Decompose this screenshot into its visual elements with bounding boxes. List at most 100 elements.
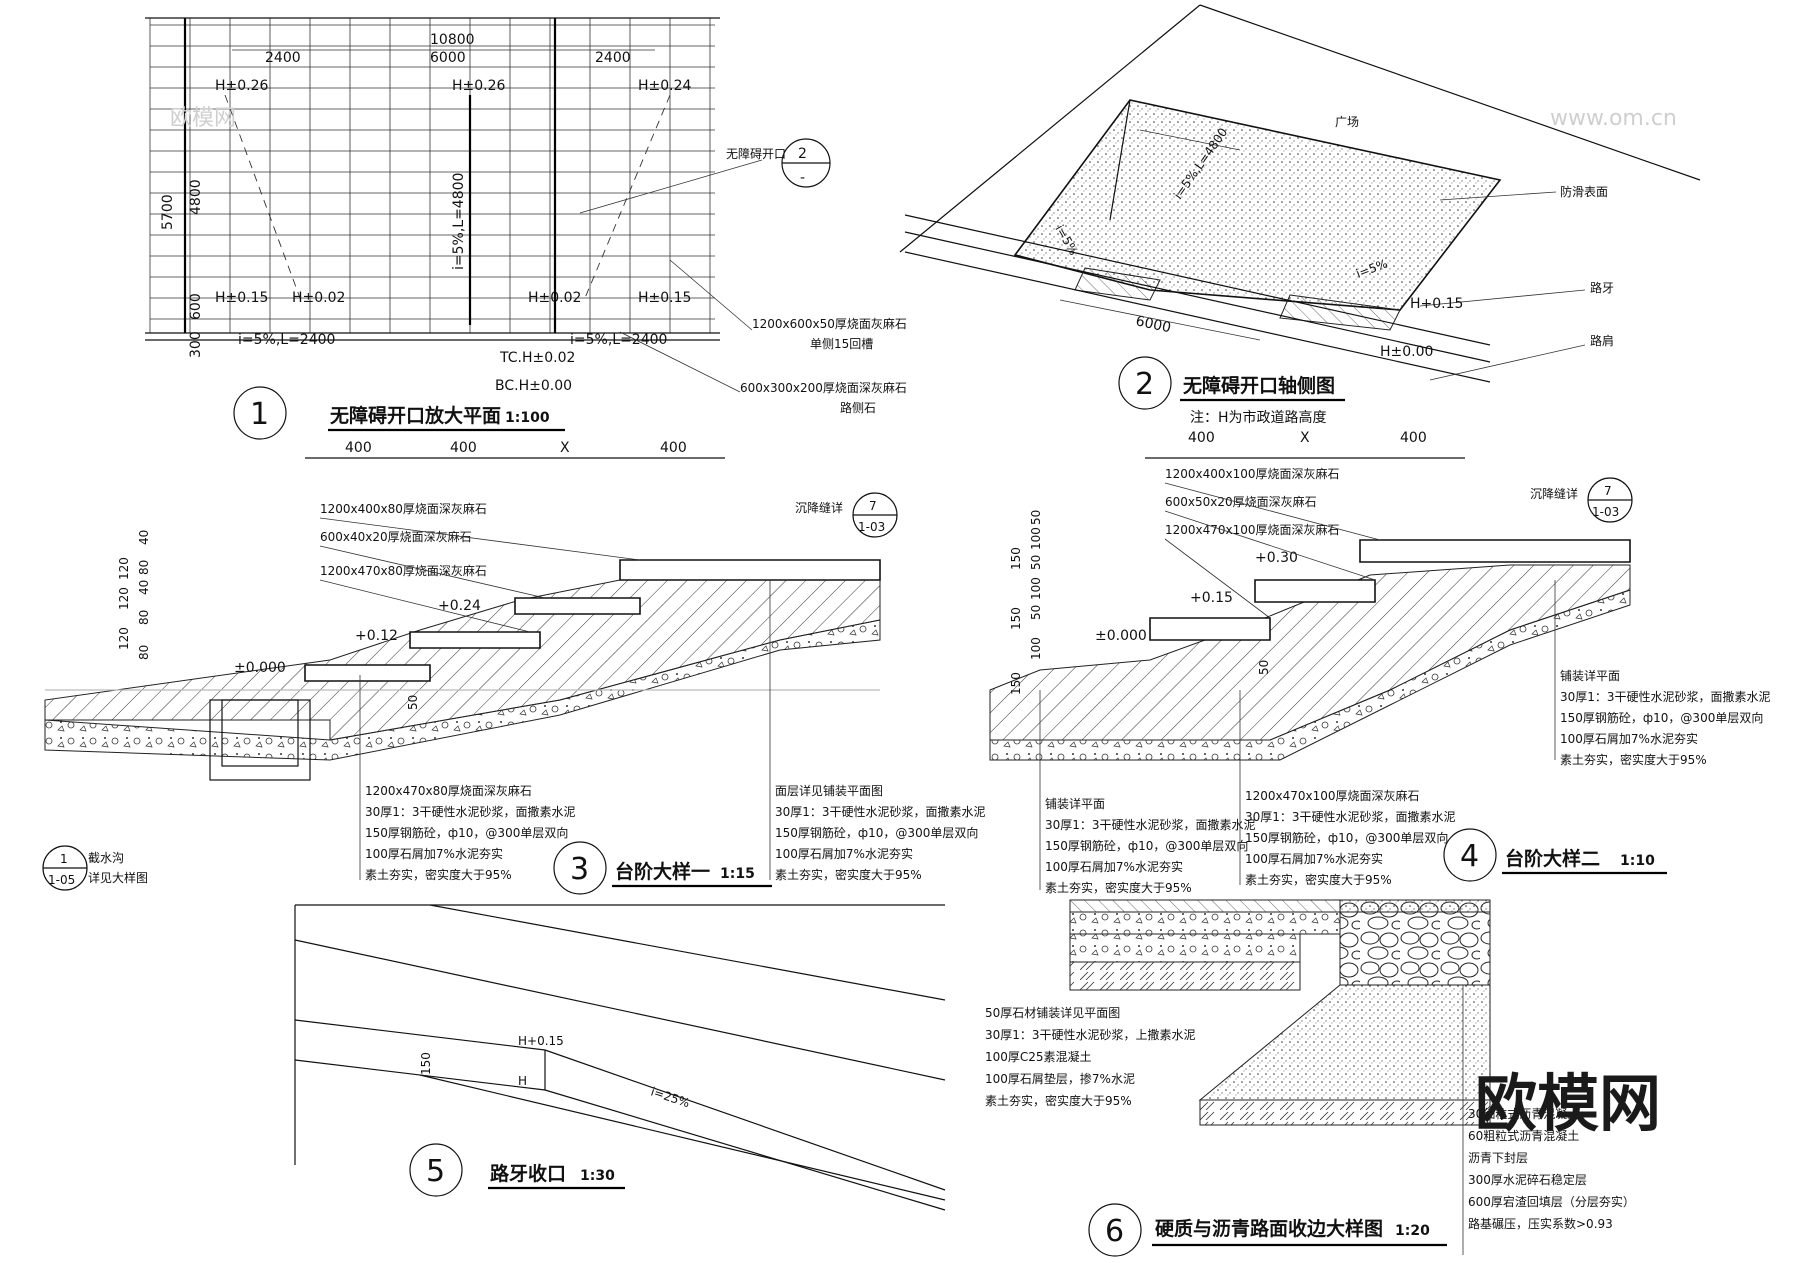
step3-layer-left-5: 素土夯实，密实度大于95% bbox=[365, 867, 512, 882]
step3-level-0: ±0.000 bbox=[234, 660, 286, 676]
pave6-layer-right-3: 沥青下封层 bbox=[1468, 1151, 1528, 1165]
dim-mid: 6000 bbox=[430, 50, 466, 66]
step4-level-0: ±0.000 bbox=[1095, 628, 1147, 644]
pave6-layers-left: 50厚石材铺装详见平面图30厚1：3干硬性水泥砂浆，上撒素水泥100厚C25素混… bbox=[985, 1005, 1196, 1108]
axo-level-1: H+0.15 bbox=[1410, 296, 1463, 312]
curb-closure-drawing-5: H+0.15 H 150 i=25% 5 路牙收口 1:30 bbox=[294, 904, 946, 1211]
step3-drain-note-2: 详见大样图 bbox=[88, 870, 148, 885]
step4-layer-mid-2: 30厚1：3干硬性水泥砂浆，面撒素水泥 bbox=[1245, 809, 1456, 824]
dim-right: 2400 bbox=[595, 50, 631, 66]
curb5-level: H+0.15 bbox=[518, 1034, 564, 1048]
drawing-number-1: 1 bbox=[250, 397, 269, 432]
step4-layers-left: 铺装详平面30厚1：3干硬性水泥砂浆，面撒素水泥150厚钢筋砼，ф10，@300… bbox=[1045, 796, 1256, 895]
step4-level-1: +0.15 bbox=[1190, 590, 1233, 606]
level-bottom-left-1: H±0.15 bbox=[215, 290, 268, 306]
step3-left-dim2-2: 80 bbox=[137, 610, 151, 625]
step4-top-dim-2: X bbox=[1300, 430, 1310, 446]
watermark-url: www.om.cn bbox=[1550, 106, 1677, 131]
step3-layer-left-3: 150厚钢筋砼，ф10，@300单层双向 bbox=[365, 825, 568, 840]
step3-material-3: 1200x470x80厚烧面深灰麻石 bbox=[320, 563, 487, 578]
note-stone2-sub: 路侧石 bbox=[840, 400, 876, 415]
step4-layer-left-4: 100厚石屑加7%水泥夯实 bbox=[1045, 859, 1183, 874]
step3-joint-ref-den: 1-03 bbox=[858, 520, 885, 534]
step3-level-1: +0.12 bbox=[355, 628, 398, 644]
step3-top-dim-3: X bbox=[560, 440, 570, 456]
curb5-level-base: H bbox=[518, 1074, 527, 1088]
drawing-title-4: 台阶大样二 bbox=[1505, 847, 1600, 870]
paving-grid bbox=[149, 18, 715, 333]
level-top-right: H±0.24 bbox=[638, 78, 692, 94]
curb5-slope: i=25% bbox=[649, 1085, 691, 1111]
drawing-title-2: 无障碍开口轴侧图 bbox=[1183, 374, 1335, 397]
step4-left-dim2-3: 100 bbox=[1029, 577, 1043, 600]
curb-level-bc: BC.H±0.00 bbox=[495, 378, 572, 394]
step4-level-2: +0.30 bbox=[1255, 550, 1298, 566]
pave6-layer-right-5: 600厚宕渣回填层（分层夯实） bbox=[1468, 1194, 1635, 1209]
step4-layer-right-5: 素土夯实，密实度大于95% bbox=[1560, 752, 1707, 767]
step3-left-dim2-5: 40 bbox=[137, 530, 151, 545]
step3-layers-right: 面层详见铺装平面图30厚1：3干硬性水泥砂浆，面撒素水泥150厚钢筋砼，ф10，… bbox=[775, 783, 986, 882]
drawing-number-4: 4 bbox=[1460, 839, 1479, 874]
step3-dim50: 50 bbox=[406, 695, 420, 710]
step4-top-dim-3: 400 bbox=[1400, 430, 1427, 446]
step4-joint: 沉降缝详 bbox=[1530, 486, 1578, 501]
axo-level-2: H±0.00 bbox=[1380, 344, 1433, 360]
drawing-number-6: 6 bbox=[1105, 1214, 1124, 1249]
step3-left-dim-2: 120 bbox=[117, 587, 131, 610]
step4-layer-right-2: 30厚1：3干硬性水泥砂浆，面撒素水泥 bbox=[1560, 689, 1771, 704]
step3-drain-ref-num: 1 bbox=[60, 852, 68, 866]
step3-left-dim2-1: 80 bbox=[137, 645, 151, 660]
step3-top-dim-4: 400 bbox=[660, 440, 687, 456]
drawing-scale-3: 1:15 bbox=[720, 866, 755, 882]
dim-total: 10800 bbox=[430, 32, 475, 48]
step3-layer-right-4: 100厚石屑加7%水泥夯实 bbox=[775, 846, 913, 861]
step4-left-dim-2: 150 bbox=[1009, 607, 1023, 630]
pave6-layer-left-5: 素土夯实，密实度大于95% bbox=[985, 1093, 1132, 1108]
axo-dim: 6000 bbox=[1134, 313, 1172, 336]
step4-layer-mid-3: 150厚钢筋砼，ф10，@300单层双向 bbox=[1245, 830, 1448, 845]
watermarks: 欧模网 www.om.cn 欧模网 bbox=[170, 106, 1677, 1140]
drawing-number-5: 5 bbox=[426, 1154, 445, 1189]
step4-left-dim2-1: 100 bbox=[1029, 637, 1043, 660]
step3-material-2: 600x40x20厚烧面深灰麻石 bbox=[320, 529, 472, 544]
plan-drawing-1: 10800 2400 6000 2400 5700 4800 600 300 H… bbox=[145, 17, 907, 440]
slope-right: i=5%,L=2400 bbox=[570, 332, 667, 348]
curb-level-tc: TC.H±0.02 bbox=[499, 350, 575, 366]
step4-top-dim-1: 400 bbox=[1188, 430, 1215, 446]
step4-layer-left-1: 铺装详平面 bbox=[1045, 796, 1105, 811]
note-opening: 无障碍开口 bbox=[726, 146, 786, 161]
step4-joint-ref-den: 1-03 bbox=[1592, 505, 1619, 519]
step3-layer-left-4: 100厚石屑加7%水泥夯实 bbox=[365, 846, 503, 861]
step4-left-dim2-4: 50 bbox=[1029, 555, 1043, 570]
level-bottom-right-2: H±0.15 bbox=[638, 290, 691, 306]
step4-layer-left-3: 150厚钢筋砼，ф10，@300单层双向 bbox=[1045, 838, 1248, 853]
step3-layer-right-3: 150厚钢筋砼，ф10，@300单层双向 bbox=[775, 825, 978, 840]
step4-layers-right: 铺装详平面30厚1：3干硬性水泥砂浆，面撒素水泥150厚钢筋砼，ф10，@300… bbox=[1560, 668, 1771, 767]
dim-left: 2400 bbox=[265, 50, 301, 66]
step4-dim50: 50 bbox=[1257, 660, 1271, 675]
note-stone1-sub: 单侧15回槽 bbox=[810, 337, 873, 351]
step4-left-dim2-6: 50 bbox=[1029, 510, 1043, 525]
step3-level-2: +0.24 bbox=[438, 598, 481, 614]
pave6-layer-left-4: 100厚石屑垫层，掺7%水泥 bbox=[985, 1071, 1135, 1086]
drawing-scale-4: 1:10 bbox=[1620, 853, 1655, 869]
step4-left-dim-3: 150 bbox=[1009, 547, 1023, 570]
pave6-layer-right-1: 30细粒式沥青混凝土 bbox=[1468, 1106, 1579, 1121]
drawing-number-2: 2 bbox=[1135, 367, 1154, 402]
step3-layer-left-1: 1200x470x80厚烧面深灰麻石 bbox=[365, 783, 532, 798]
step3-joint-ref-num: 7 bbox=[869, 499, 877, 513]
pavement-edge-drawing-6: 50厚石材铺装详见平面图30厚1：3干硬性水泥砂浆，上撒素水泥100厚C25素混… bbox=[985, 899, 1635, 1257]
step3-drain-note-1: 截水沟 bbox=[88, 851, 124, 865]
note-stone2: 600x300x200厚烧面深灰麻石 bbox=[740, 380, 907, 395]
step-detail-drawing-3: 400 400 X 400 120 120 120 120 80 80 40 8… bbox=[42, 440, 986, 895]
label-curb: 路牙 bbox=[1590, 280, 1614, 295]
step4-material-1: 1200x400x100厚烧面深灰麻石 bbox=[1165, 466, 1340, 481]
level-top-mid: H±0.26 bbox=[452, 78, 506, 94]
drawing-number-3: 3 bbox=[570, 852, 589, 887]
step-detail-drawing-4: 400 X 400 150 150 150 100 50 100 50 100 … bbox=[989, 430, 1771, 895]
curb5-dim: 150 bbox=[419, 1052, 433, 1075]
step3-top-dim-2: 400 bbox=[450, 440, 477, 456]
pave6-layer-right-4: 300厚水泥碎石稳定层 bbox=[1468, 1172, 1587, 1187]
step4-material-2: 600x50x20厚烧面深灰麻石 bbox=[1165, 494, 1317, 509]
step3-drain-ref-den: 1-05 bbox=[48, 873, 75, 887]
